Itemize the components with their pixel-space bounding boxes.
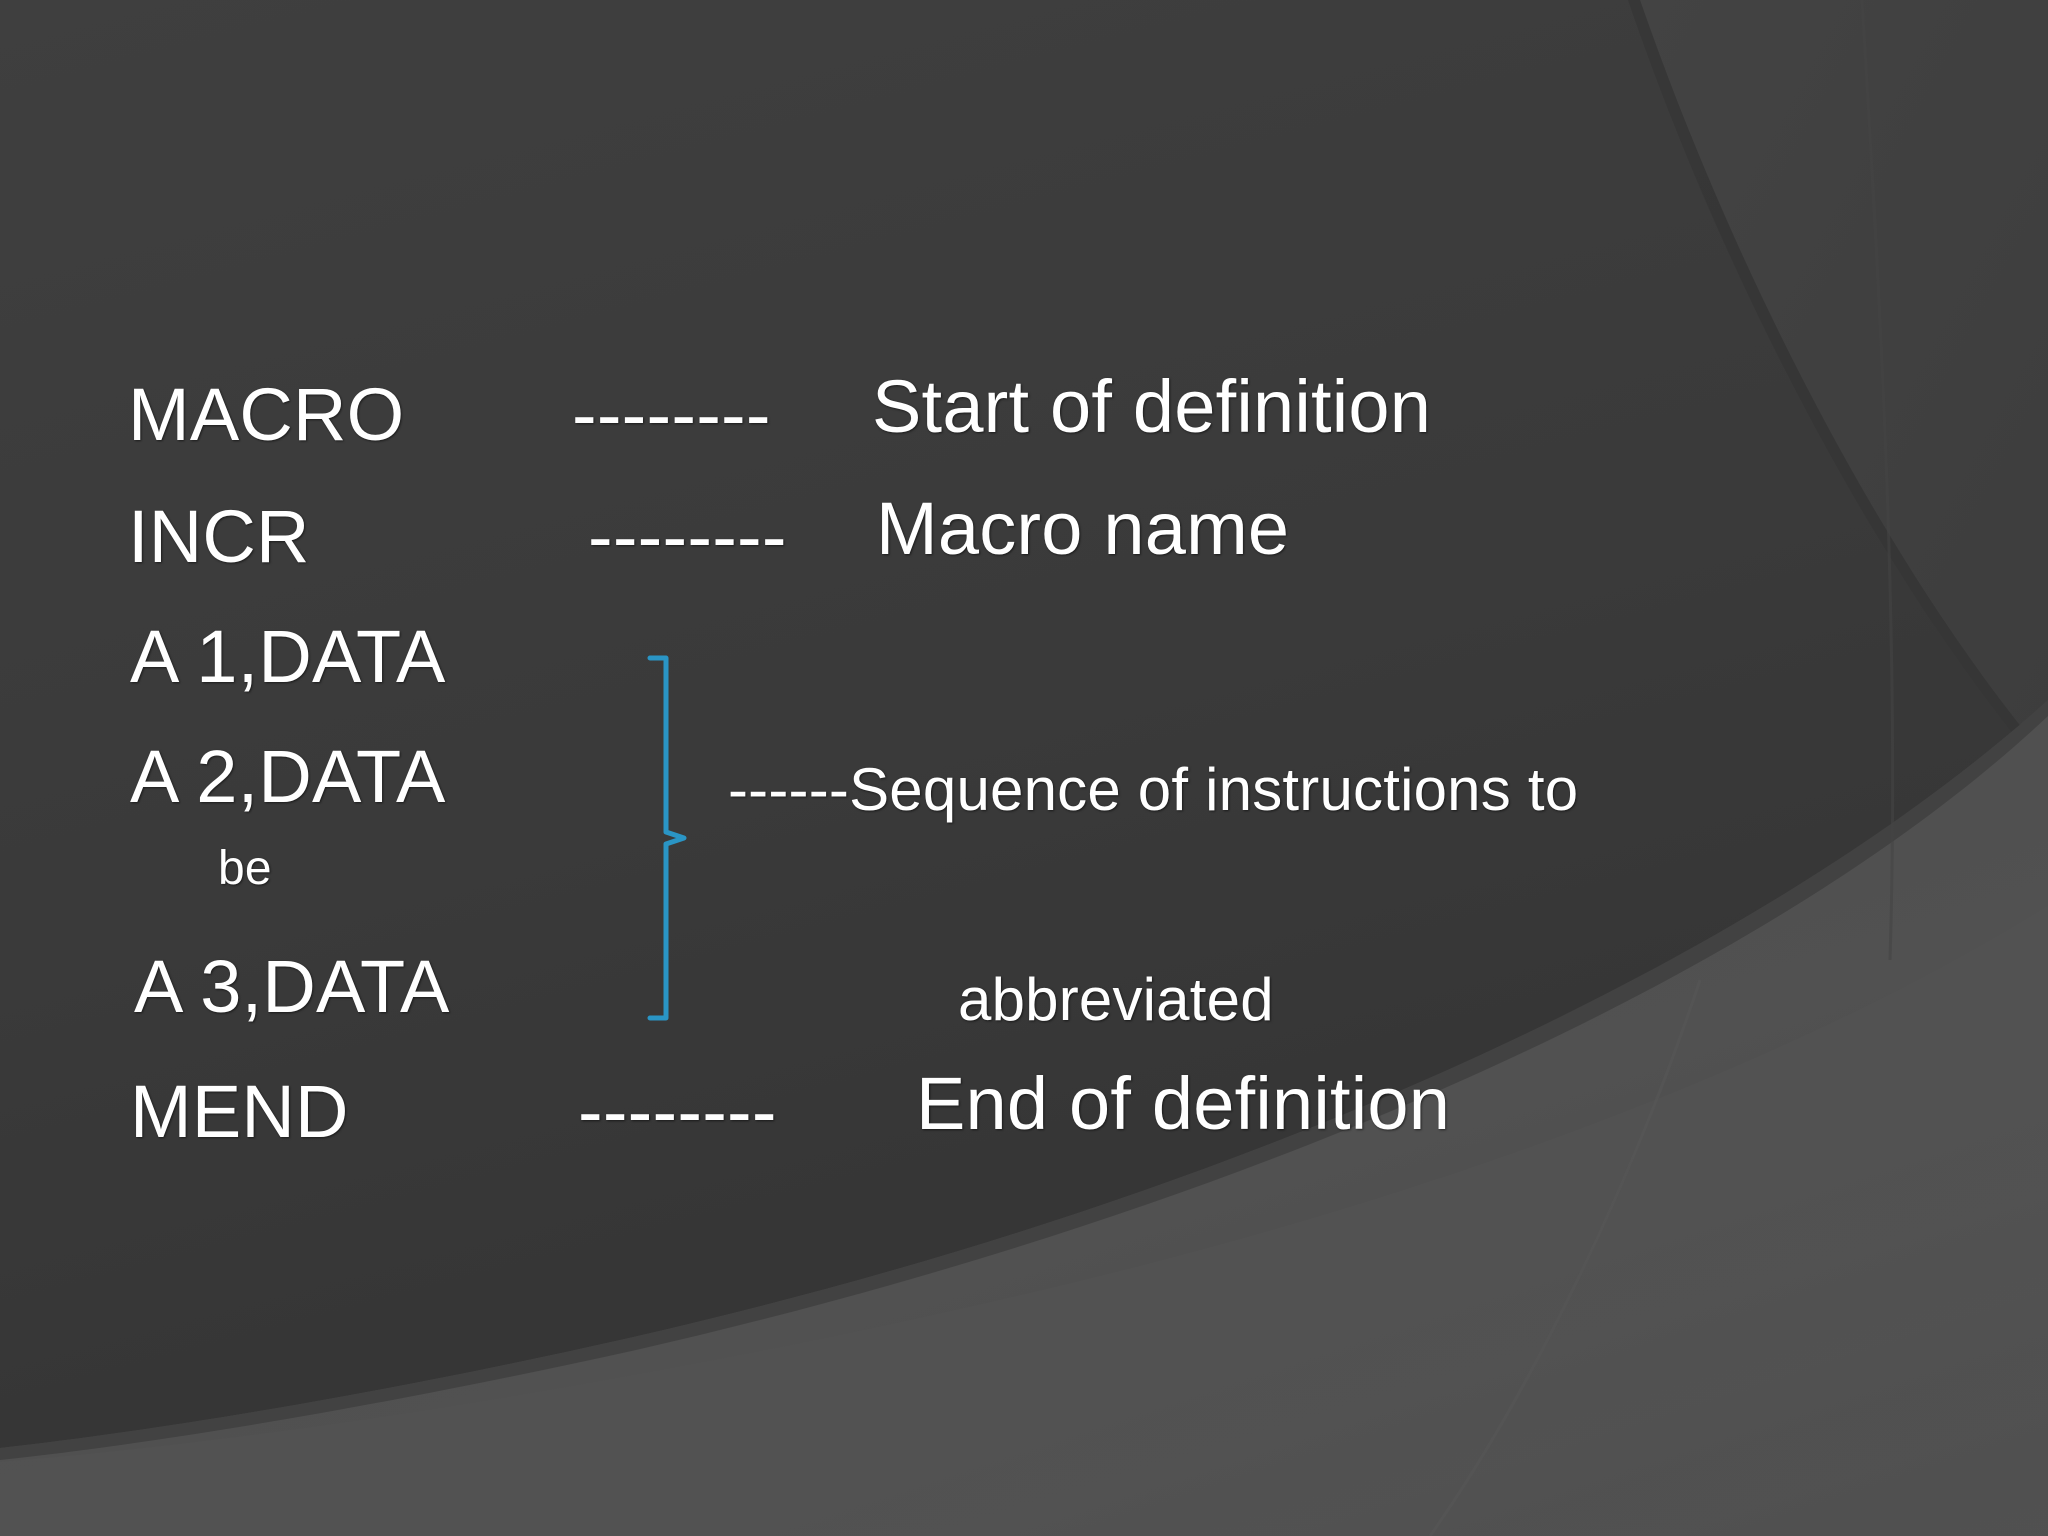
- row-keyword-mend: MEND: [130, 1070, 349, 1153]
- row-dashes-mend: --------: [578, 1070, 777, 1153]
- row-description-incr: Macro name: [876, 487, 1290, 570]
- row-keyword-be: be: [218, 842, 272, 895]
- row-description-abbreviated: abbreviated: [958, 966, 1274, 1033]
- row-dashes-incr: --------: [588, 495, 787, 578]
- row-keyword-macro: MACRO: [128, 373, 405, 456]
- row-description-macro: Start of definition: [872, 365, 1432, 448]
- instruction-group-brace-icon: [647, 655, 687, 1021]
- row-dashes-macro: --------: [572, 373, 771, 456]
- row-description-sequence: ------Sequence of instructions to: [728, 756, 1579, 823]
- row-keyword-a3: A 3,DATA: [134, 945, 450, 1028]
- row-description-mend: End of definition: [916, 1062, 1451, 1145]
- row-keyword-a2: A 2,DATA: [130, 735, 446, 818]
- row-keyword-a1: A 1,DATA: [130, 615, 446, 698]
- row-keyword-incr: INCR: [128, 495, 310, 578]
